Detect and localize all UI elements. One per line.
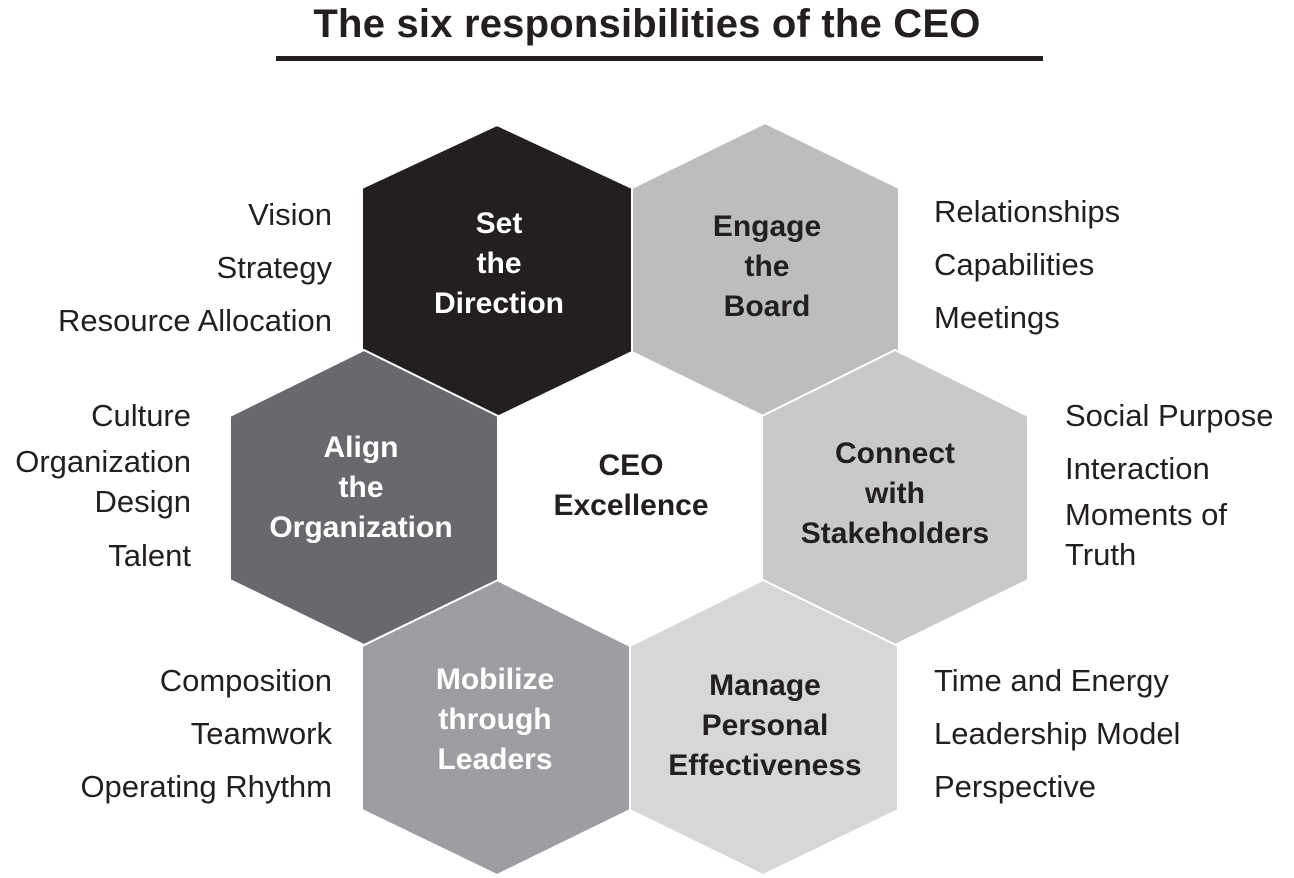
center-label-ceo-excellence: CEO Excellence (553, 449, 709, 522)
list-item: Moments of Truth (1065, 497, 1227, 572)
list-connect-with-stakeholders: Social Purpose Interaction Moments of Tr… (1065, 389, 1274, 582)
hex-align-the-organization (229, 348, 499, 647)
list-item: Culture (91, 398, 191, 433)
list-item: Teamwork (190, 716, 332, 751)
list-item: Capabilities (934, 247, 1095, 282)
list-item: Strategy (216, 250, 332, 285)
list-item: Time and Energy (934, 663, 1169, 698)
list-item: Interaction (1065, 451, 1210, 486)
list-engage-the-board: Relationships Capabilities Meetings (934, 185, 1120, 344)
list-item: Talent (108, 538, 191, 573)
list-mobilize-through-leaders: Composition Teamwork Operating Rhythm (80, 654, 332, 813)
list-item: Perspective (934, 769, 1096, 804)
list-item: Organization Design (15, 444, 191, 519)
list-item: Relationships (934, 194, 1121, 229)
title-underline (276, 56, 1043, 61)
list-manage-personal-effectiveness: Time and Energy Leadership Model Perspec… (934, 654, 1180, 813)
hex-mobilize-through-leaders (361, 578, 631, 877)
list-set-the-direction: Vision Strategy Resource Allocation (58, 188, 332, 347)
hex-label-manage-personal-effectiveness: Manage Personal Effectiveness (668, 669, 862, 782)
hex-label-engage-the-board: Engage the Board (712, 210, 822, 323)
list-item: Vision (248, 197, 332, 232)
hex-label-align-the-organization: Align the Organization (269, 431, 453, 544)
list-item: Social Purpose (1065, 398, 1274, 433)
list-item: Composition (159, 663, 332, 698)
list-item: Meetings (934, 300, 1060, 335)
page-title: The six responsibilities of the CEO (313, 2, 981, 46)
list-align-the-organization: Culture Organization Design Talent (15, 389, 191, 582)
list-item: Leadership Model (934, 716, 1181, 751)
hex-label-connect-with-stakeholders: Connect with Stakeholders (800, 437, 990, 550)
list-item: Operating Rhythm (80, 769, 332, 804)
hex-label-set-the-direction: Set the Direction (433, 207, 565, 320)
hex-label-mobilize-through-leaders: Mobilize through Leaders (435, 663, 555, 776)
list-item: Resource Allocation (58, 303, 332, 338)
